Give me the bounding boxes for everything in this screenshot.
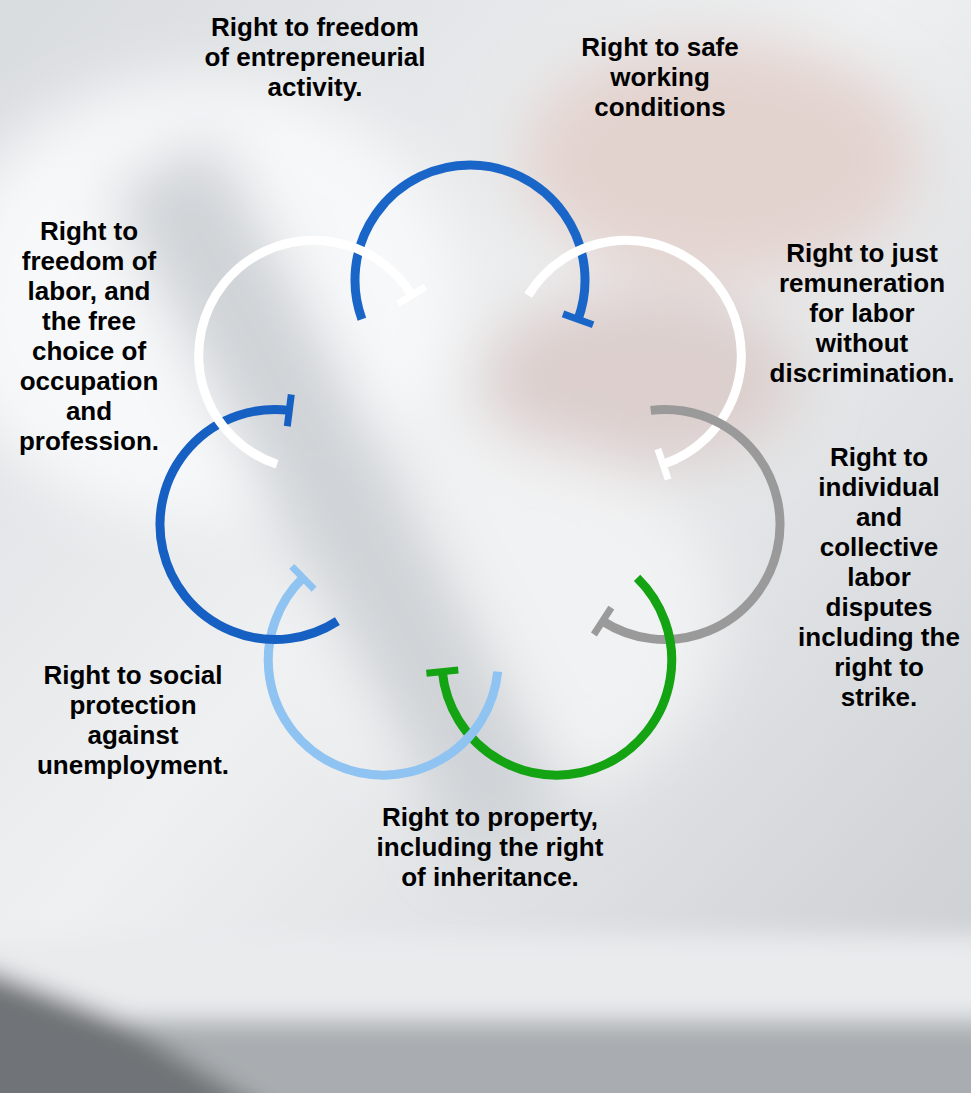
cycle-item: Right to freedom of entrepreneurial acti… [200, 10, 430, 104]
cycle-arc [268, 578, 497, 775]
item-text: Right to freedom of labor, and the free … [10, 216, 168, 456]
cycle-arc [355, 165, 585, 319]
arrow-tick [658, 449, 668, 479]
cycle-arc [603, 410, 780, 640]
item-text: Right to freedom of entrepreneurial acti… [204, 12, 426, 102]
arrow-tick [287, 395, 291, 427]
item-text: Right to social protection against unemp… [32, 660, 234, 780]
cycle-arc [442, 578, 671, 775]
cycle-item: Right to safe working conditions [560, 30, 760, 124]
dark-base [120, 1020, 971, 1093]
cycle-item: Right to property, including the right o… [360, 800, 620, 894]
item-text: Right to safe working conditions [564, 32, 756, 122]
item-text: Right to individual and collective labor… [796, 442, 962, 712]
item-text: Right to property, including the right o… [364, 802, 616, 892]
arrow-tick [594, 608, 611, 635]
arrow-tick [398, 287, 425, 304]
cycle-arc [199, 240, 412, 464]
cycle-item: Right to social protection against unemp… [28, 658, 238, 782]
cycle-item: Right to freedom of labor, and the free … [6, 214, 172, 458]
arrow-tick [563, 314, 593, 325]
cycle-item: Right to just remuneration for labor wit… [758, 236, 966, 390]
cycle-arc [160, 410, 337, 640]
floor-band [0, 935, 971, 1020]
cycle-arc [528, 240, 741, 464]
item-text: Right to just remuneration for labor wit… [762, 238, 962, 388]
cycle-item: Right to individual and collective labor… [792, 440, 966, 714]
arrow-tick [426, 670, 458, 673]
arrow-tick [292, 566, 314, 589]
